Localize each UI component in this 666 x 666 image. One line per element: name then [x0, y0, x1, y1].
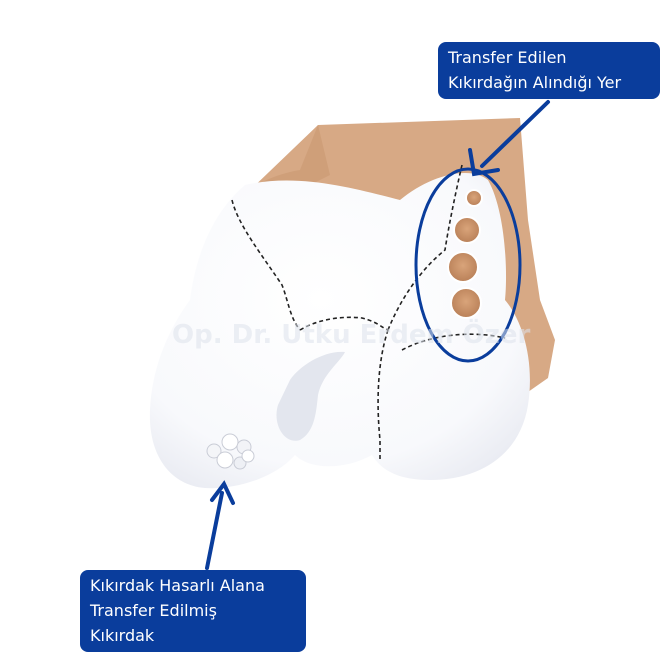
plug — [221, 433, 239, 451]
watermark: Op. Dr. Utku Erdem Özer — [172, 320, 531, 350]
cartilage-main — [149, 172, 530, 489]
callout-line: Kıkırdak — [90, 626, 155, 645]
donor-hole — [465, 189, 483, 207]
donor-hole — [453, 216, 481, 244]
plug — [216, 451, 234, 469]
donor-site-highlight — [414, 167, 522, 363]
donor-holes — [447, 189, 483, 319]
callout-line: Transfer Edilmiş — [90, 601, 217, 620]
intercondylar-notch — [276, 351, 345, 441]
donor-site-callout: Transfer Edilen Kıkırdağın Alındığı Yer — [438, 42, 660, 99]
callout-line: Kıkırdağın Alındığı Yer — [448, 73, 622, 92]
arrow-to-transplant — [205, 480, 235, 570]
transplanted-plugs — [206, 433, 255, 470]
plug — [241, 449, 255, 463]
donor-hole — [450, 287, 482, 319]
transplant-callout: Kıkırdak Hasarlı Alana Transfer Edilmiş … — [80, 570, 306, 652]
callout-line: Kıkırdak Hasarlı Alana — [90, 576, 265, 595]
arrow-to-donor-site — [468, 100, 550, 177]
donor-hole — [447, 251, 479, 283]
plug — [206, 443, 222, 459]
cartilage-borders — [231, 164, 506, 462]
callout-line: Transfer Edilen — [448, 48, 567, 67]
